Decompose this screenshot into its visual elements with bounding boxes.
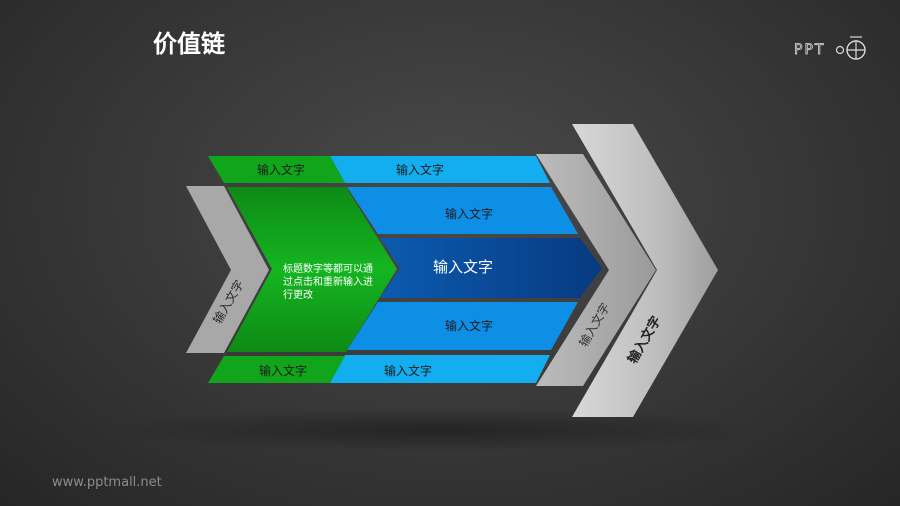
green-bottom-strip-label: 输入文字 <box>259 363 307 378</box>
footer-url: www.pptmall.net <box>52 475 162 490</box>
blue-top-strip-label: 输入文字 <box>396 162 444 177</box>
blue-upper-band <box>347 187 578 234</box>
logo-ring-small <box>835 45 845 55</box>
logo-text: PPT <box>794 42 825 58</box>
gray-big-chevron <box>572 124 718 417</box>
green-top-strip-label: 输入文字 <box>257 162 305 177</box>
left-gray-chevron <box>186 186 269 353</box>
green-main-chevron <box>227 187 397 352</box>
ppt-logo: PPT <box>794 36 866 60</box>
blue-center-band <box>380 238 602 298</box>
gray-mid-chevron <box>536 154 656 386</box>
blue-lower-band-label: 输入文字 <box>445 318 493 333</box>
blue-upper-band-label: 输入文字 <box>445 206 493 221</box>
green-top-strip <box>208 156 345 183</box>
blue-bottom-strip-label: 输入文字 <box>384 363 432 378</box>
blue-top-strip <box>330 156 550 183</box>
blue-center-band-label: 输入文字 <box>433 258 493 276</box>
page-title: 价值链 <box>153 30 225 58</box>
blue-bottom-strip <box>330 355 550 383</box>
green-main-text-2: 过点击和重新输入进 <box>283 275 373 288</box>
green-bottom-strip <box>208 356 345 383</box>
green-main-text-1: 标题数字等都可以通 <box>283 262 373 275</box>
green-main-text-3: 行更改 <box>283 288 313 301</box>
blue-lower-band <box>347 302 578 350</box>
